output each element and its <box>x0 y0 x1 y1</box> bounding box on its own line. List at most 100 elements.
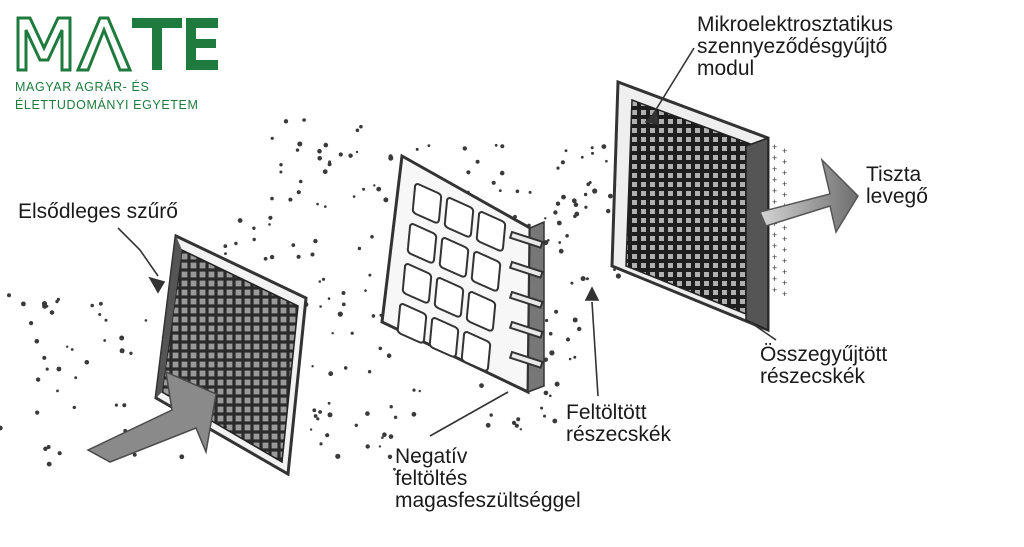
particle-dot <box>263 256 268 261</box>
particle-dot <box>104 318 108 322</box>
positive-charge-mark: + <box>782 234 787 244</box>
particle-dot <box>352 195 356 198</box>
particle-dot <box>296 254 301 259</box>
particle-dot <box>270 196 274 201</box>
particle-dot <box>341 302 346 307</box>
particle-dot <box>66 345 69 348</box>
positive-charge-mark: + <box>782 190 787 200</box>
particle-dot <box>343 366 348 370</box>
particle-dot <box>234 241 238 246</box>
particle-dot <box>129 351 133 355</box>
particle-dot <box>331 332 334 335</box>
particle-dot <box>179 454 185 460</box>
label-collected-particles-line-2: részecskék <box>760 365 866 388</box>
label-charged-particles: Feltöltött részecskék <box>566 402 671 446</box>
particle-dot <box>321 277 326 281</box>
particle-dot <box>296 190 301 195</box>
positive-charge-mark: + <box>772 142 777 152</box>
particle-dot <box>386 353 392 359</box>
positive-charge-mark: + <box>772 197 777 207</box>
particle-dot <box>573 355 577 359</box>
particle-dot <box>337 311 343 317</box>
particle-dot <box>570 281 574 285</box>
particle-dot <box>558 248 564 254</box>
particle-dot <box>327 412 333 418</box>
particle-dot <box>574 211 580 217</box>
ionizer-electrode-pin <box>508 320 544 339</box>
particle-dot <box>553 210 558 215</box>
particle-dot <box>237 218 243 223</box>
particle-dot <box>388 155 394 161</box>
particle-dot <box>119 335 125 341</box>
ionizer-cell <box>460 330 492 372</box>
positive-charge-mark: + <box>782 168 787 178</box>
particle-dot <box>279 163 283 167</box>
ionizer-cell <box>406 222 438 264</box>
particle-dot <box>279 170 283 174</box>
ionizer-electrode-pin <box>508 350 544 369</box>
logo-line-1: MAGYAR AGRÁR- ÉS <box>15 80 150 94</box>
label-collector-module: Mikroelektrosztatikus szennyeződésgyűjtő… <box>697 14 893 80</box>
particle-dot <box>367 370 372 374</box>
particle-dot <box>309 428 313 431</box>
ionizer-cell <box>465 290 497 332</box>
particle-dot <box>540 406 544 410</box>
particle-dot <box>560 160 566 165</box>
ionizer-cell <box>401 262 433 304</box>
particle-dot <box>554 381 560 387</box>
particle-dot <box>90 303 94 308</box>
particle-dot <box>383 197 389 203</box>
particle-dot <box>362 187 366 191</box>
particle-dot <box>132 452 137 457</box>
particle-dot <box>317 148 322 154</box>
particle-dot <box>311 365 314 368</box>
particle-dot <box>98 313 102 316</box>
particle-dot <box>544 217 547 220</box>
particle-dot <box>313 414 318 418</box>
particle-dot <box>291 243 296 248</box>
particle-dot <box>122 403 127 408</box>
particle-dot <box>418 389 421 393</box>
particle-dot <box>328 371 334 377</box>
particle-dot <box>119 348 125 354</box>
particle-dot <box>549 350 555 356</box>
particle-dot <box>387 454 393 459</box>
positive-charge-mark: + <box>772 230 777 240</box>
ionizer-cell <box>475 210 507 252</box>
particle-dot <box>43 446 48 451</box>
particle-dot <box>348 153 353 158</box>
particle-dot <box>414 460 418 463</box>
particle-dot <box>592 188 598 194</box>
leader-lines <box>117 47 777 437</box>
particle-dot <box>571 198 577 204</box>
particle-dot <box>335 453 341 459</box>
particle-dot <box>566 337 570 342</box>
particle-dot <box>21 301 26 307</box>
particle-dot <box>364 289 367 292</box>
positive-charge-mark: + <box>782 179 787 189</box>
particle-dot <box>327 401 331 405</box>
particle-dot <box>479 383 484 388</box>
particle-dot <box>252 237 256 242</box>
label-collected-particles: Összegyűjtött részecskék <box>760 344 887 388</box>
particle-dot <box>298 179 303 184</box>
particle-dot <box>324 205 327 208</box>
particle-dot <box>547 239 550 242</box>
mate-wordmark-logo <box>16 16 218 72</box>
particle-dot <box>114 403 118 407</box>
particle-dot <box>556 220 562 226</box>
positive-charge-mark: + <box>772 175 777 185</box>
ionizer-cell <box>433 276 465 318</box>
particle-dot <box>327 297 331 300</box>
particle-dot <box>378 346 383 351</box>
label-collected-particles-line-1: Összegyűjtött <box>760 343 888 366</box>
particle-dot <box>491 180 496 185</box>
positive-charge-mark: + <box>772 252 777 262</box>
particle-dot <box>55 299 59 304</box>
particle-dot <box>7 293 11 298</box>
particle-dot <box>46 461 52 467</box>
particle-dot <box>288 197 293 202</box>
particle-dot <box>350 331 354 335</box>
positive-charge-mark: + <box>772 285 777 295</box>
particle-dot <box>561 194 566 200</box>
